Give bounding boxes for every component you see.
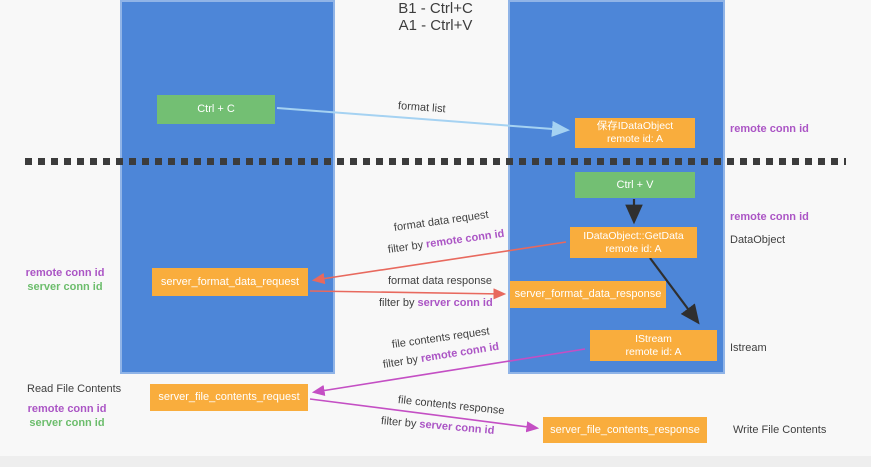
server-format-data-request-box: server_format_data_request (152, 268, 308, 296)
dataobject-label: DataObject (730, 234, 786, 246)
filter-by-server-conn-id-label-2: filter by server conn id (380, 415, 494, 437)
getdata-line1: IDataObject::GetData (583, 229, 684, 242)
filter-by-server-conn-id-label-1: filter by server conn id (379, 297, 493, 309)
remote-conn-id-label-left-2: remote conn id (27, 403, 107, 415)
left-conn-id-block-2: remote conn id server conn id (22, 402, 112, 430)
remote-conn-id-label-left-1: remote conn id (25, 267, 105, 279)
server-format-data-request-label: server_format_data_request (160, 275, 300, 288)
idataobject-getdata-box: IDataObject::GetData remote id: A (570, 227, 697, 258)
server-format-data-response-label: server_format_data_response (514, 288, 662, 300)
window-bottom-strip (0, 456, 871, 467)
diagram-title-line2: A1 - Ctrl+V (398, 17, 473, 34)
filter-by-text-3: filter by (382, 353, 422, 371)
server-file-contents-response-label: server_file_contents_response (550, 423, 700, 436)
read-file-contents-label: Read File Contents (27, 383, 122, 395)
server-file-contents-request-label: server_file_contents_request (158, 391, 300, 403)
save-idataobject-box: 保存IDataObject remote id: A (575, 118, 695, 148)
filter-by-text-2: filter by (379, 297, 418, 309)
istream-line1: IStream (635, 332, 672, 345)
server-format-data-response-box: server_format_data_response (510, 281, 666, 308)
server-conn-id-label-left-2: server conn id (29, 417, 105, 429)
dashed-separator-line (25, 158, 846, 165)
server-conn-id-label-left-1: server conn id (27, 281, 103, 293)
ctrl-c-box: Ctrl + C (157, 95, 275, 124)
istream-side-label: Istream (730, 342, 767, 354)
save-idataobject-line1: 保存IDataObject (596, 120, 674, 132)
ctrl-v-box: Ctrl + V (575, 172, 695, 198)
b1-connection-lane (120, 0, 335, 374)
ctrl-c-label: Ctrl + C (197, 103, 235, 115)
filter-value-1: remote conn id (425, 227, 506, 251)
save-idataobject-line2: remote id: A (606, 133, 664, 145)
format-data-request-label: format data request (393, 208, 490, 234)
remote-conn-id-label-top-right: remote conn id (730, 123, 809, 135)
istream-box: IStream remote id: A (590, 330, 717, 361)
format-data-response-arrow (309, 288, 507, 300)
left-conn-id-block-1: remote conn id server conn id (20, 266, 110, 294)
diagram-title: B1 - Ctrl+C A1 - Ctrl+V (0, 0, 871, 34)
remote-conn-id-label-mid-right: remote conn id (730, 211, 809, 223)
diagram-title-line1: B1 - Ctrl+C (398, 0, 473, 17)
write-file-contents-label: Write File Contents (733, 424, 827, 436)
filter-value-2: server conn id (417, 297, 493, 309)
format-list-label: format list (397, 100, 446, 116)
file-contents-response-label: file contents response (397, 394, 506, 418)
filter-value-4: server conn id (418, 418, 495, 437)
server-file-contents-response-box: server_file_contents_response (543, 417, 707, 443)
format-data-response-label: format data response (388, 275, 492, 287)
server-file-contents-request-box: server_file_contents_request (150, 384, 308, 411)
istream-line2: remote id: A (625, 345, 682, 358)
ctrl-v-label: Ctrl + V (616, 178, 654, 191)
filter-by-text-4: filter by (380, 415, 420, 431)
getdata-line2: remote id: A (605, 242, 662, 255)
filter-by-text-1: filter by (387, 238, 427, 256)
